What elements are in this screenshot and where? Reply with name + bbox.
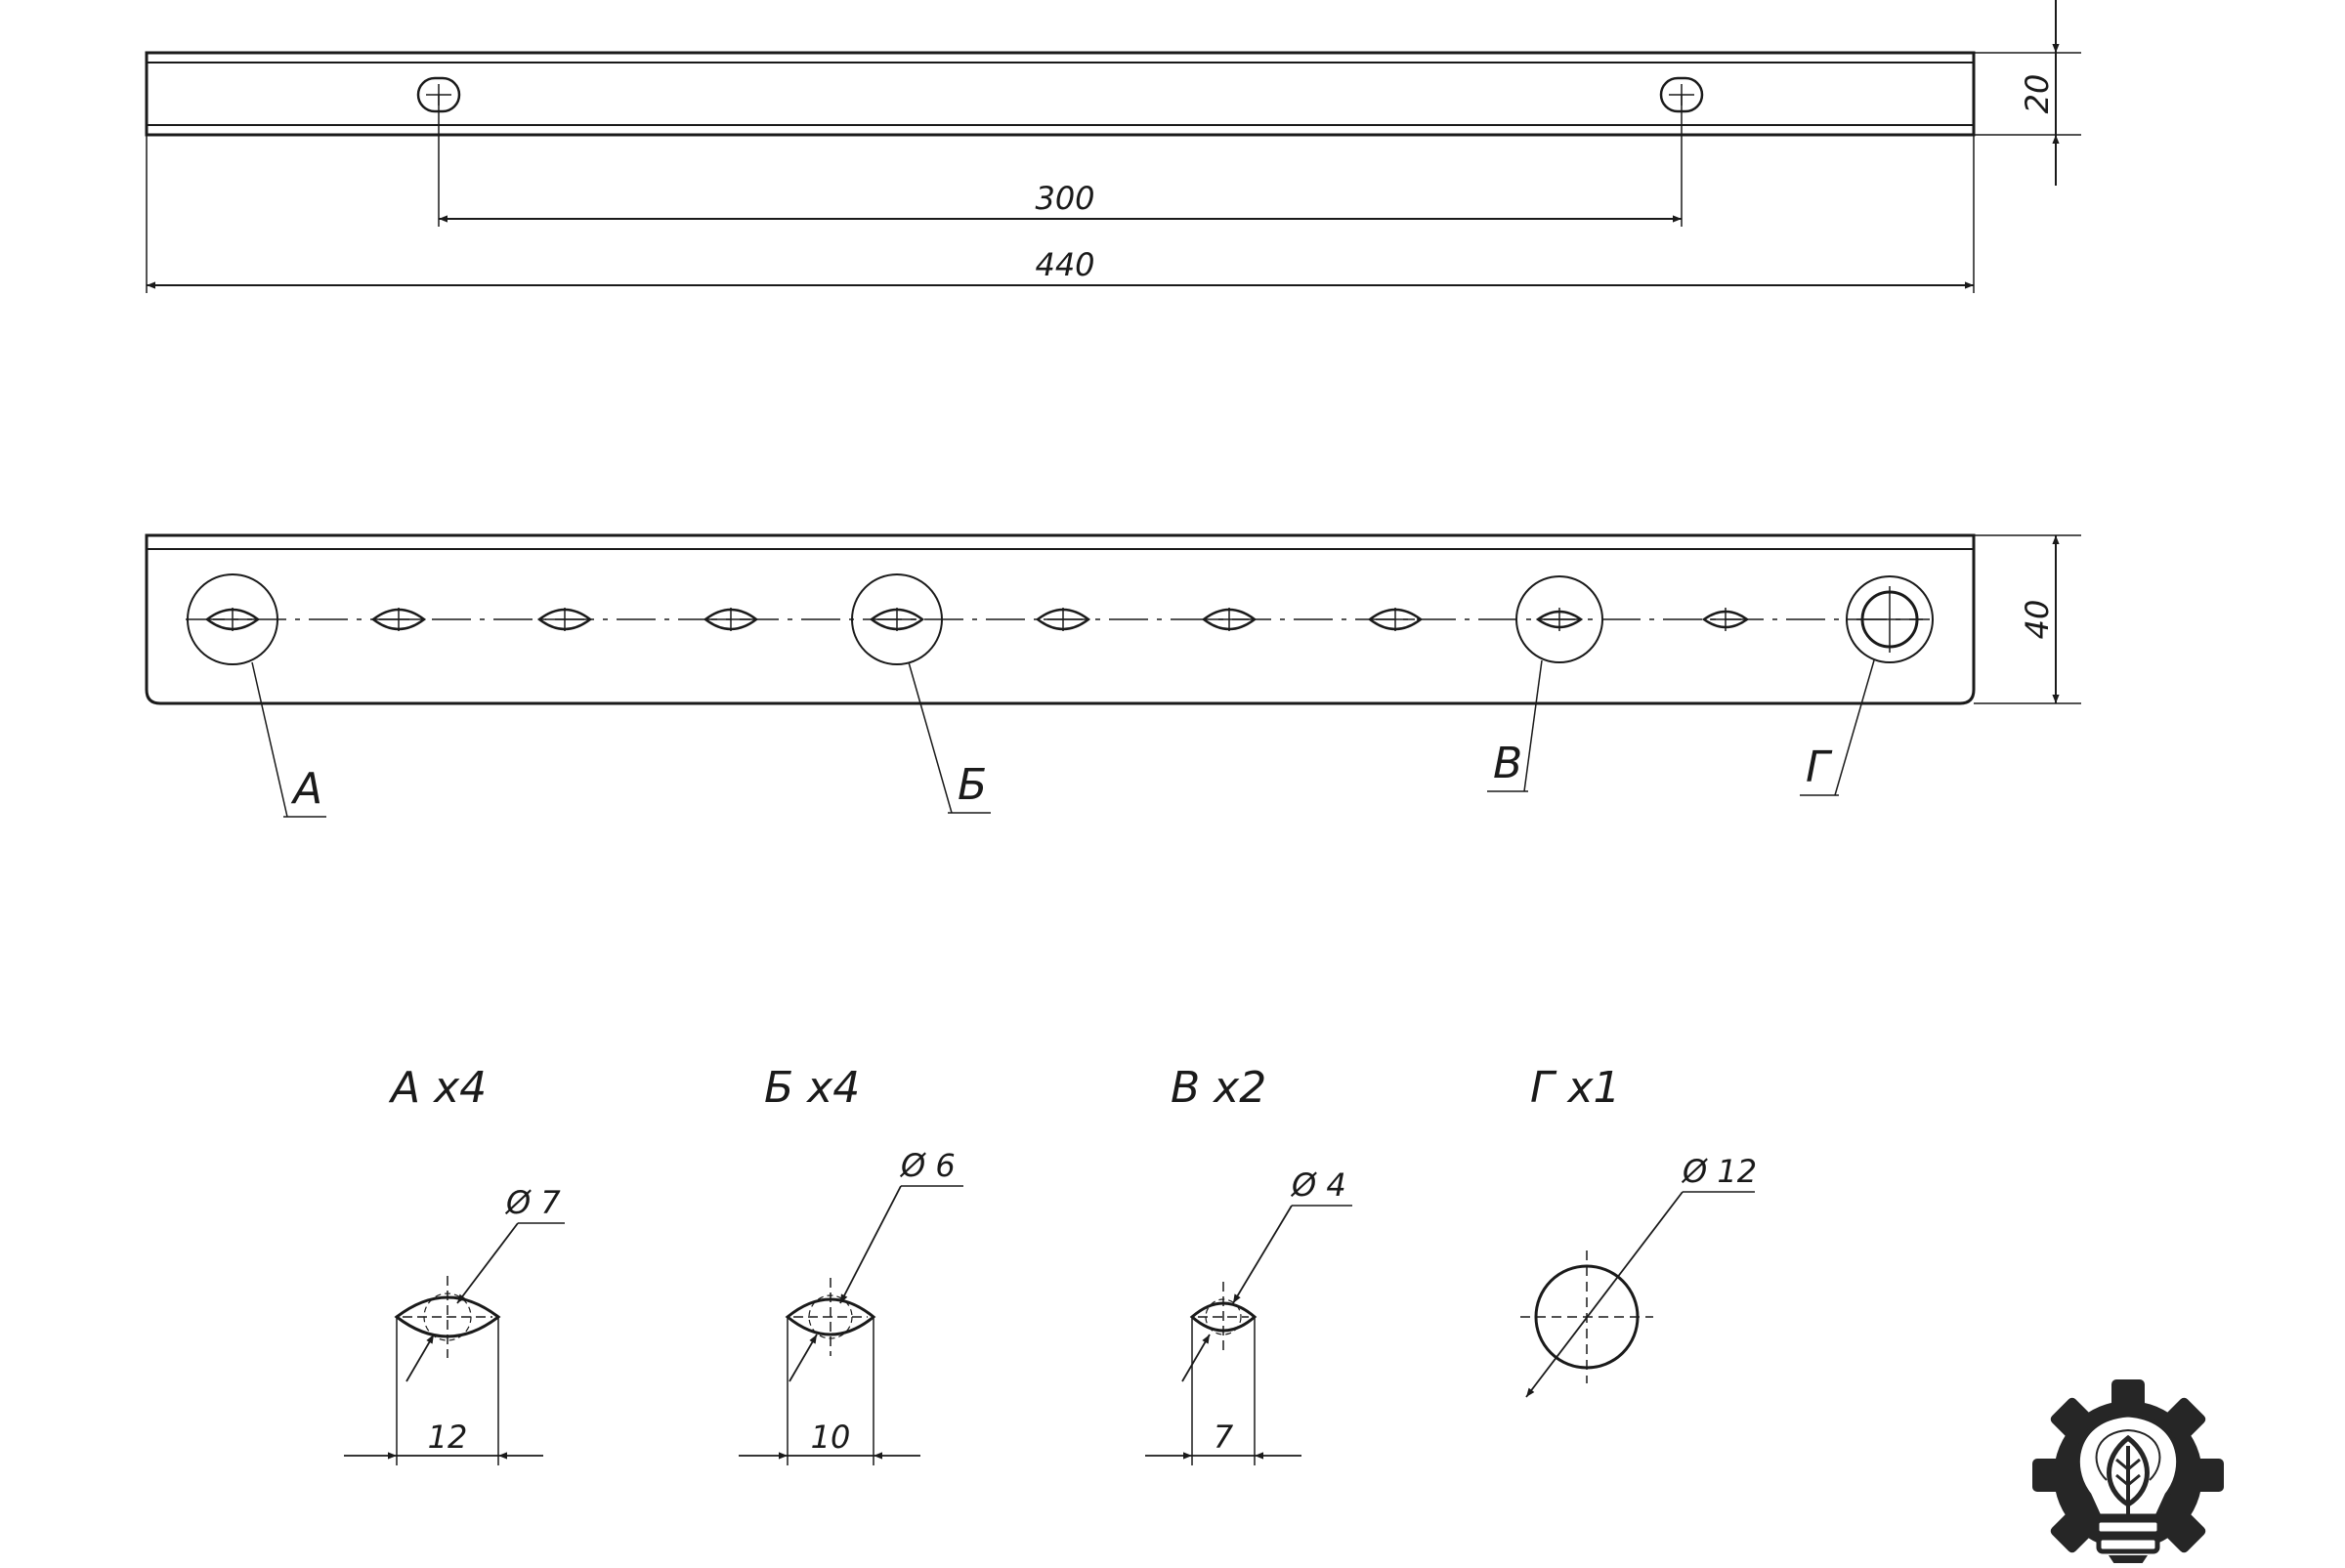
detail-diameter-text: Ø 12 [1681, 1153, 1757, 1190]
detail-width-text: 7 [1214, 1419, 1234, 1456]
hole-b [1201, 608, 1258, 631]
diameter-leader [839, 1185, 902, 1304]
detail-view-4: Г х1 Ø 12 [1520, 1063, 1757, 1398]
hole-v [1535, 608, 1584, 631]
callout-letter: Г [1806, 742, 1833, 792]
detail-title: Г х1 [1530, 1063, 1621, 1113]
detail-title: В х2 [1171, 1063, 1266, 1113]
dim-text-hole-spacing: 300 [1035, 180, 1094, 217]
hole-a [370, 608, 427, 631]
leaf-icon [2107, 1434, 2150, 1514]
hole-a [703, 608, 759, 631]
detail-view-1: А х4 12 Ø 7 [344, 1063, 565, 1465]
detail-title: Б х4 [764, 1063, 860, 1113]
hole-a [204, 608, 261, 631]
detail-diameter-text: Ø 7 [504, 1184, 561, 1221]
hole-b [869, 608, 925, 631]
hole-v [1701, 608, 1750, 631]
hole-a [536, 608, 593, 631]
callout-letter: В [1493, 739, 1522, 788]
callout-1 [187, 573, 326, 818]
front-view-profile [145, 533, 1976, 705]
diameter-leader [1232, 1205, 1293, 1304]
detail-diameter-text: Ø 4 [1290, 1166, 1346, 1204]
detail-width-text: 12 [428, 1419, 468, 1456]
diameter-leader [456, 1222, 519, 1304]
detail-diameter-text: Ø 6 [899, 1147, 956, 1184]
detail-hole [394, 1276, 501, 1358]
detail-hole [1189, 1282, 1258, 1352]
dim-text-total-length: 440 [1035, 246, 1094, 283]
dim-text-height-front: 40 [2019, 600, 2056, 640]
callout-3 [1487, 575, 1603, 792]
callout-2 [851, 573, 991, 814]
top-view [145, 0, 2081, 293]
hole-b [1367, 608, 1424, 631]
gear-lightbulb-leaf-icon [2032, 1379, 2224, 1567]
front-view [145, 533, 2081, 818]
detail-view-3: В х2 7 Ø 4 [1145, 1063, 1352, 1465]
dim-text-height-top: 20 [2019, 74, 2056, 114]
hole-g [1856, 586, 1923, 653]
top-view-profile [145, 51, 1976, 137]
callout-letter: А [290, 764, 322, 814]
diameter-leader [1525, 1191, 1684, 1398]
callout-letter: Б [958, 760, 987, 810]
hole-b [1035, 608, 1091, 631]
detail-hole [785, 1278, 876, 1356]
callout-4 [1800, 575, 1934, 796]
detail-width-text: 10 [811, 1419, 851, 1456]
detail-title: А х4 [388, 1063, 487, 1113]
detail-view-2: Б х4 10 Ø 6 [739, 1063, 963, 1465]
